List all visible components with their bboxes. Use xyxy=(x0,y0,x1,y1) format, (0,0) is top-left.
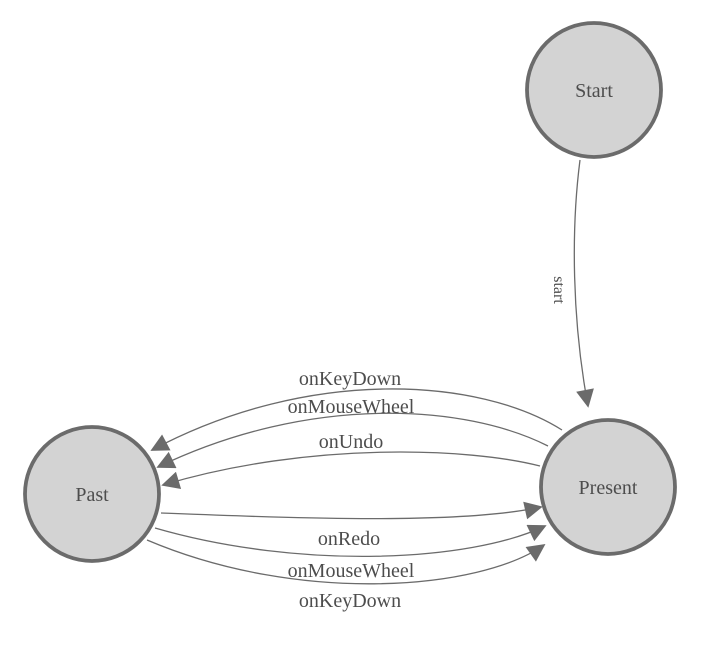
node-start: Start xyxy=(525,21,663,159)
edge-present-past-onmousewheel-line xyxy=(156,412,549,469)
edge-present-past-onundo: onUndo xyxy=(161,431,541,489)
node-past-label: Past xyxy=(75,484,109,506)
edge-present-past-onkeydown: onKeyDown xyxy=(150,368,563,451)
node-present-label: Present xyxy=(579,477,638,499)
edge-start-present-label: start xyxy=(550,276,567,304)
edge-start-present-line xyxy=(573,159,594,408)
edge-past-present-onredo-line xyxy=(160,501,543,520)
node-start-label: Start xyxy=(575,80,613,102)
edge-start-present: start xyxy=(550,159,594,408)
edge-present-past-onmousewheel: onMouseWheel xyxy=(156,396,549,469)
edge-past-present-onmousewheel-label: onMouseWheel xyxy=(288,560,415,582)
edge-past-present-onkeydown-line xyxy=(146,539,546,585)
node-present: Present xyxy=(539,418,677,556)
edge-past-present-onkeydown: onKeyDown xyxy=(146,539,546,612)
edge-past-present-onmousewheel-line xyxy=(154,524,547,558)
node-start-circle xyxy=(525,21,663,159)
edge-present-past-onundo-label: onUndo xyxy=(319,431,383,453)
edge-past-present-onmousewheel: onMouseWheel xyxy=(154,524,547,582)
edge-past-present-onkeydown-label: onKeyDown xyxy=(299,590,401,612)
edge-present-past-onmousewheel-label: onMouseWheel xyxy=(288,396,415,418)
node-past: Past xyxy=(23,425,161,563)
node-present-circle xyxy=(539,418,677,556)
edge-past-present-onredo: onRedo xyxy=(160,501,543,550)
node-past-circle xyxy=(23,425,161,563)
edge-past-present-onredo-label: onRedo xyxy=(318,528,380,550)
edge-present-past-onkeydown-line xyxy=(150,388,563,451)
edge-present-past-onkeydown-label: onKeyDown xyxy=(299,368,401,390)
edge-present-past-onundo-line xyxy=(161,451,541,489)
